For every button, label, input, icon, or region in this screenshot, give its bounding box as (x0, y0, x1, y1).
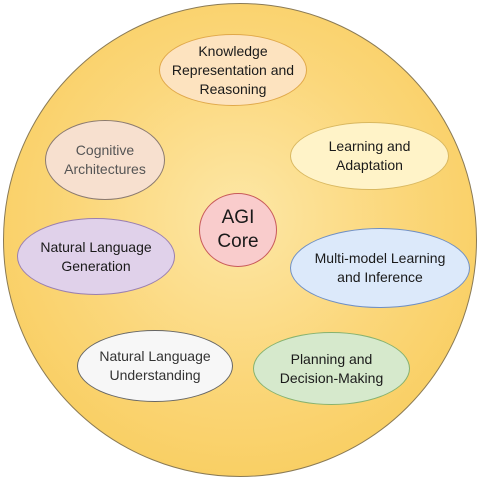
node-knowledge-representation: Knowledge Representation and Reasoning (159, 34, 307, 106)
node-agi-core-label: AGI Core (217, 207, 259, 252)
node-cognitive-label: Cognitive Architectures (64, 142, 146, 177)
node-nlg-label: Natural Language Generation (40, 238, 152, 274)
node-natural-language-generation: Natural Language Generation (17, 218, 175, 295)
node-cognitive-architectures: Cognitive Architectures (45, 120, 165, 200)
node-planning-label: Planning and Decision-Making (279, 350, 384, 386)
node-knowledge-label: Knowledge Representation and Reasoning (171, 42, 295, 97)
node-learning-label: Learning and Adaptation (328, 138, 411, 173)
node-multi-model-learning: Multi-model Learning and Inference (290, 228, 470, 308)
node-natural-language-understanding: Natural Language Understanding (77, 330, 233, 402)
node-multi-label: Multi-model Learning and Inference (314, 250, 446, 285)
node-planning-decision-making: Planning and Decision-Making (253, 332, 410, 405)
node-learning-adaptation: Learning and Adaptation (290, 122, 449, 190)
node-agi-core: AGI Core (199, 193, 277, 267)
node-nlu-label: Natural Language Understanding (99, 348, 211, 383)
